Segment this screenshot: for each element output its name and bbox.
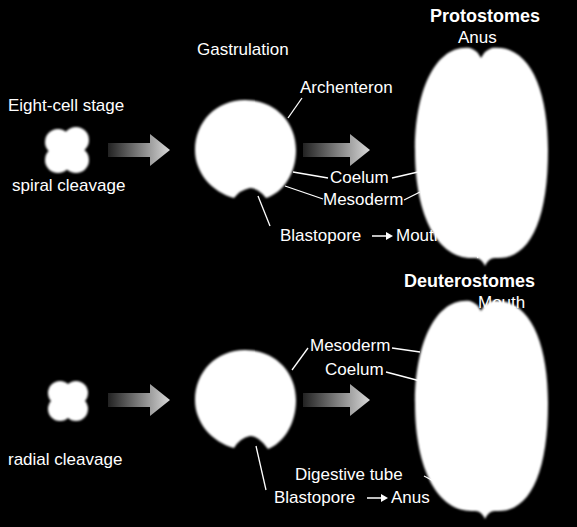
group-heading: Deuterostomes (404, 271, 535, 291)
leader-lines (256, 98, 478, 498)
structure-label: Blastopore (274, 488, 355, 508)
structure-label: Coelum (325, 360, 384, 380)
structure-label: Mesoderm (310, 336, 390, 356)
stage-arrow (303, 134, 370, 166)
stage-arrow (108, 384, 170, 416)
cleavage-label: radial cleavage (8, 450, 122, 470)
stage-arrow (108, 134, 170, 166)
structure-label: Mouth (396, 226, 443, 246)
structure-label: Archenteron (300, 78, 393, 98)
group-heading: Protostomes (430, 6, 540, 26)
structure-label: Anus (458, 28, 497, 48)
structure-label: Anus (391, 488, 430, 508)
eight-cell-embryo (48, 381, 88, 421)
structure-label: Blastopore (280, 226, 361, 246)
gastrula (195, 350, 296, 449)
structure-label: Coelum (330, 168, 389, 188)
structure-label: Mesoderm (323, 190, 403, 210)
structure-label: Digestive tube (295, 465, 403, 485)
stage-arrow (303, 384, 370, 416)
cleavage-label: spiral cleavage (12, 176, 125, 196)
structure-label: Mouth (478, 293, 525, 313)
stage-label: Gastrulation (197, 40, 289, 60)
deuterostome-body (415, 301, 548, 519)
gastrula (195, 100, 296, 198)
stage-label: Eight-cell stage (8, 96, 124, 116)
eight-cell-embryo (45, 127, 89, 173)
